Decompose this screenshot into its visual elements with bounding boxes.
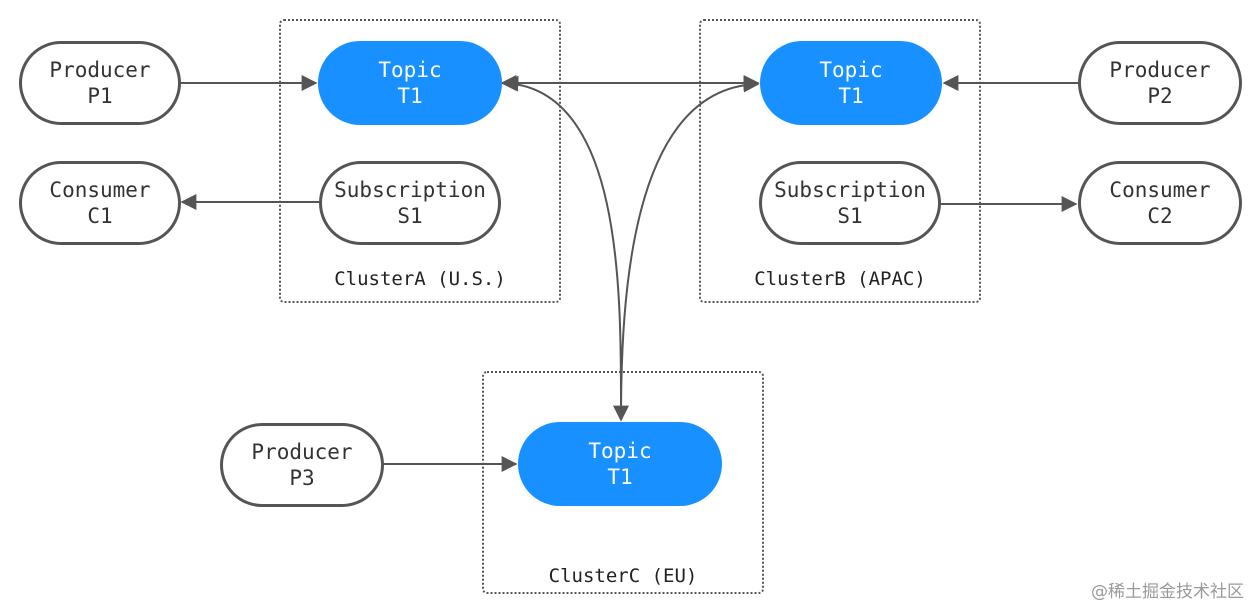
topic-a-line2: T1 bbox=[397, 84, 423, 108]
cluster-a: ClusterA (U.S.) bbox=[279, 19, 561, 303]
subscription-a-line2: S1 bbox=[397, 204, 423, 228]
producer-p1-node: Producer P1 bbox=[19, 41, 181, 125]
producer-p1-line2: P1 bbox=[87, 84, 113, 108]
topic-t1-cluster-b: Topic T1 bbox=[760, 41, 942, 125]
subscription-s1-cluster-a: Subscription S1 bbox=[319, 161, 501, 245]
producer-p1-line1: Producer bbox=[49, 58, 151, 82]
watermark: @稀土掘金技术社区 bbox=[1091, 582, 1244, 602]
subscription-a-line1: Subscription bbox=[334, 178, 486, 202]
cluster-c-label: ClusterC (EU) bbox=[548, 565, 698, 587]
producer-p3-line2: P3 bbox=[289, 466, 315, 490]
topic-c-line2: T1 bbox=[607, 465, 633, 489]
topic-t1-cluster-c: Topic T1 bbox=[518, 422, 722, 506]
cluster-a-label: ClusterA (U.S.) bbox=[334, 268, 506, 290]
producer-p2-node: Producer P2 bbox=[1078, 41, 1242, 125]
producer-p2-line1: Producer bbox=[1109, 58, 1211, 82]
cluster-b: ClusterB (APAC) bbox=[699, 19, 981, 303]
consumer-c2-node: Consumer C2 bbox=[1078, 161, 1242, 245]
consumer-c1-node: Consumer C1 bbox=[19, 161, 181, 245]
cluster-b-label: ClusterB (APAC) bbox=[754, 268, 926, 290]
topic-t1-cluster-a: Topic T1 bbox=[318, 41, 502, 125]
consumer-c1-line1: Consumer bbox=[49, 178, 151, 202]
subscription-s1-cluster-b: Subscription S1 bbox=[759, 161, 941, 245]
subscription-b-line1: Subscription bbox=[774, 178, 926, 202]
producer-p2-line2: P2 bbox=[1147, 84, 1173, 108]
topic-b-line1: Topic bbox=[819, 58, 883, 82]
producer-p3-line1: Producer bbox=[251, 440, 353, 464]
topic-b-line2: T1 bbox=[838, 84, 864, 108]
consumer-c1-line2: C1 bbox=[87, 204, 113, 228]
subscription-b-line2: S1 bbox=[837, 204, 863, 228]
topic-c-line1: Topic bbox=[588, 439, 652, 463]
consumer-c2-line2: C2 bbox=[1147, 204, 1173, 228]
cluster-c: ClusterC (EU) bbox=[482, 371, 764, 594]
edge-topic-b-to-topic-c bbox=[620, 76, 760, 421]
consumer-c2-line1: Consumer bbox=[1109, 178, 1211, 202]
topic-a-line1: Topic bbox=[378, 58, 442, 82]
producer-p3-node: Producer P3 bbox=[220, 423, 384, 507]
